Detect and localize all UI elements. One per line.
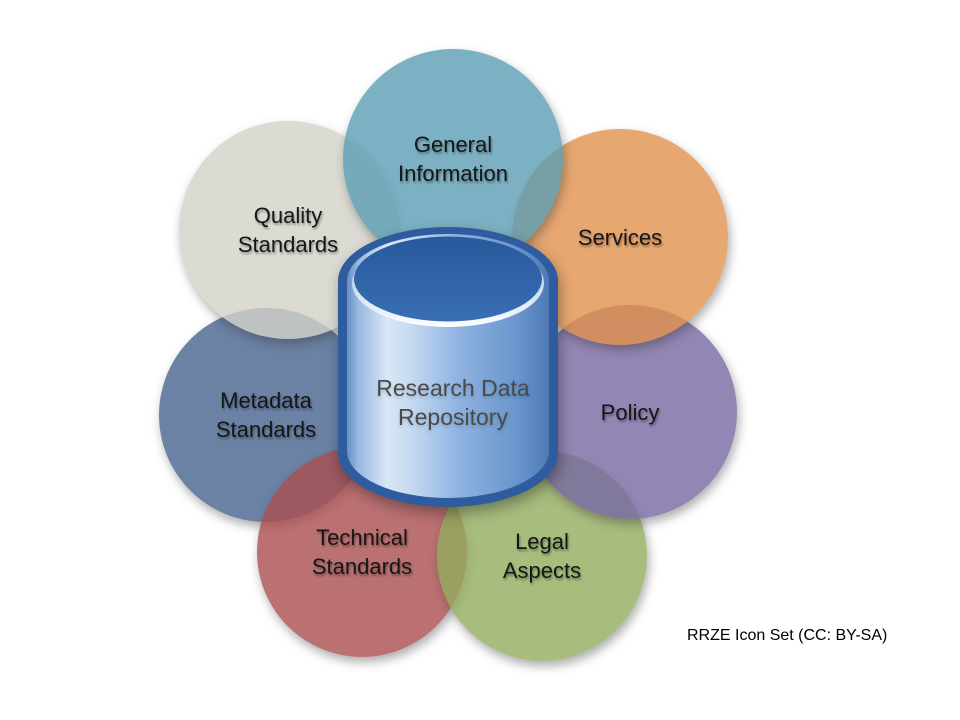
cylinder-top-face (354, 236, 542, 322)
credit-text: RRZE Icon Set (CC: BY-SA) (687, 627, 888, 644)
circle-label-services: Services (577, 224, 663, 250)
circle-label-general-information: General Information (397, 132, 509, 186)
circle-metadata-standards: Metadata Standards (159, 308, 373, 522)
center-label: Research Data Repository (376, 375, 530, 430)
circle-label-metadata-standards: Metadata Standards (215, 388, 317, 442)
circle-label-technical-standards: Technical Standards (311, 525, 413, 579)
database-cylinder-icon (338, 227, 558, 507)
circle-label-policy: Policy (600, 399, 660, 425)
circle-label-legal-aspects: Legal Aspects (502, 529, 582, 583)
circle-label-quality-standards: Quality Standards (237, 203, 339, 257)
